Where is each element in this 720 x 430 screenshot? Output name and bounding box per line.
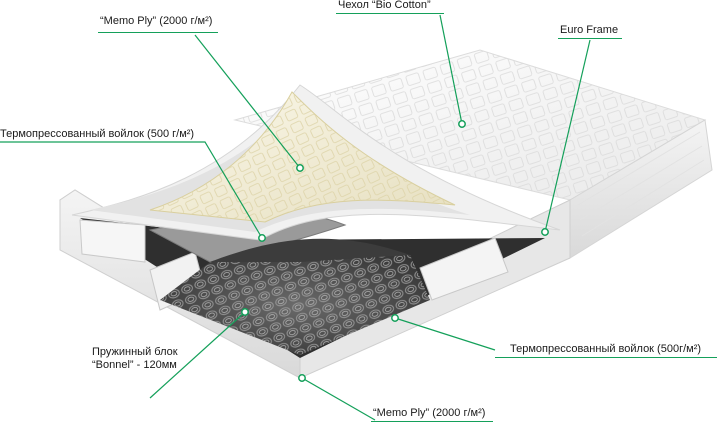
label-felt-right: Термопрессованный войлок (500г/м²) (510, 343, 702, 355)
label-spring-block-line1: Пружинный блок (92, 346, 178, 358)
underline-cover (336, 13, 444, 14)
leader-lines (0, 14, 591, 421)
label-euro-frame: Euro Frame (560, 24, 619, 36)
label-spring-block: Пружинный блок “Bonnel” - 120мм (92, 346, 178, 372)
label-cover: Чехол “Bio Cotton” (338, 0, 431, 11)
underline-euro-frame (558, 38, 622, 39)
underline-felt-right (495, 357, 717, 358)
memo-ply-layer (149, 91, 456, 223)
dot-memo-top (296, 164, 304, 172)
underline-memo-ply-top (98, 32, 218, 33)
dot-felt-right (391, 314, 399, 322)
underline-memo-ply-bottom (371, 421, 493, 422)
label-felt-top: Термопрессованный войлок (500 г/м²) (0, 128, 195, 140)
mattress-cover (233, 49, 713, 259)
label-memo-ply-bottom: “Memo Ply” (2000 г/м²) (373, 407, 486, 419)
label-spring-block-line2: “Bonnel” - 120мм (92, 359, 177, 371)
dot-spring (241, 308, 249, 316)
dot-felt-top (258, 234, 266, 242)
dot-cover (458, 120, 466, 128)
spring-block (160, 255, 430, 355)
label-memo-ply-top: “Memo Ply” (2000 г/м²) (100, 15, 213, 27)
dot-euro-frame (541, 228, 549, 236)
dot-memo-bottom (298, 374, 306, 382)
leader-dots (241, 120, 549, 382)
